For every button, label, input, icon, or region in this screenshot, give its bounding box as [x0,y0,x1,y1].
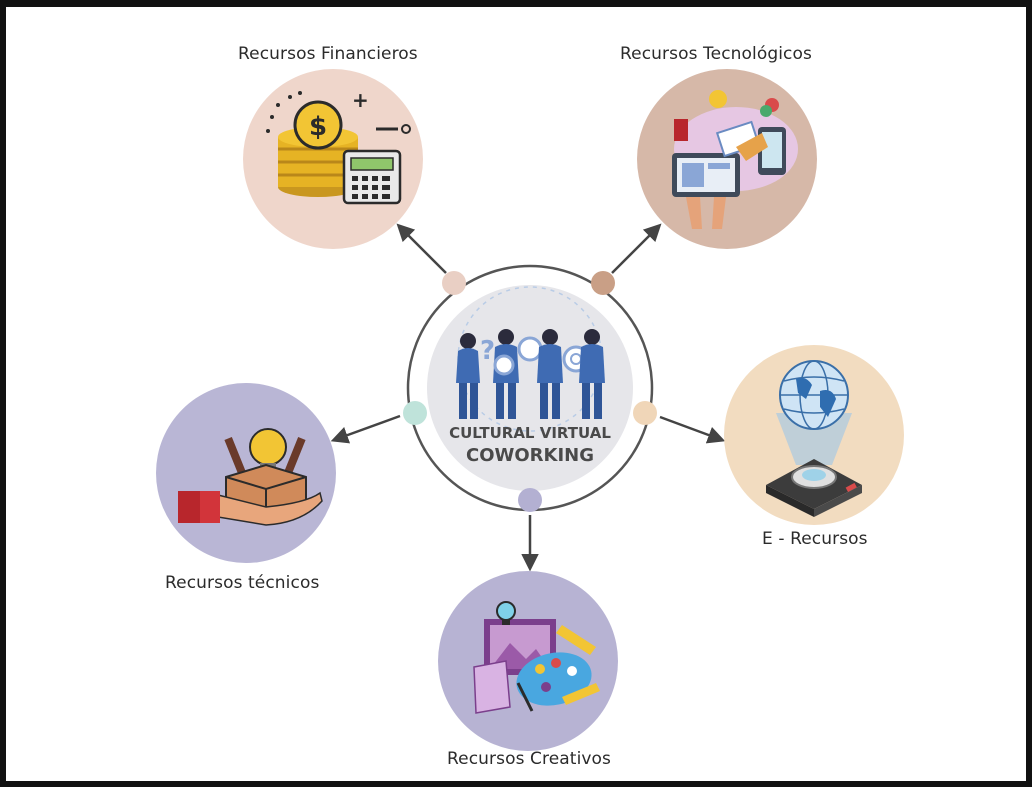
resources-diagram: ? CULTURAL VIRTUAL COWORKING [156,69,904,751]
center-title-line1: CULTURAL VIRTUAL [449,424,611,442]
node-financieros: $ + [243,69,423,249]
arrow-tecnologicos [611,223,662,274]
center-hub-circle [427,285,633,491]
svg-text:?: ? [480,336,495,366]
node-tecnologicos [637,69,817,249]
center-hub: ? CULTURAL VIRTUAL COWORKING [427,285,633,491]
hand-box-tools-icon [178,428,323,526]
node-creativos [438,571,618,751]
label-tecnicos: Recursos técnicos [165,573,320,593]
connector-dot-financieros [442,271,466,295]
hologram-globe-icon [766,360,862,517]
arrow-e-recursos [659,415,726,444]
label-e-recursos: E - Recursos [762,529,868,549]
node-e-recursos [724,345,904,525]
arrow-financieros [396,223,447,274]
coworking-people-icon: ? [456,329,605,419]
coins-calculator-icon: $ + [266,88,411,205]
svg-text:$: $ [309,112,327,142]
svg-text:+: + [352,88,369,112]
devices-hands-icon [672,90,798,229]
connector-dot-tecnologicos [591,271,615,295]
label-financieros: Recursos Financieros [238,44,418,64]
label-tecnologicos: Recursos Tecnológicos [620,44,812,64]
center-title-line2: COWORKING [466,445,594,466]
connector-dot-e-recursos [633,401,657,425]
node-tecnicos [156,383,336,563]
arrow-tecnicos [330,414,401,444]
label-creativos: Recursos Creativos [447,749,612,769]
connector-dot-tecnicos [403,401,427,425]
connector-dot-creativos [518,488,542,512]
art-palette-icon [473,601,600,714]
